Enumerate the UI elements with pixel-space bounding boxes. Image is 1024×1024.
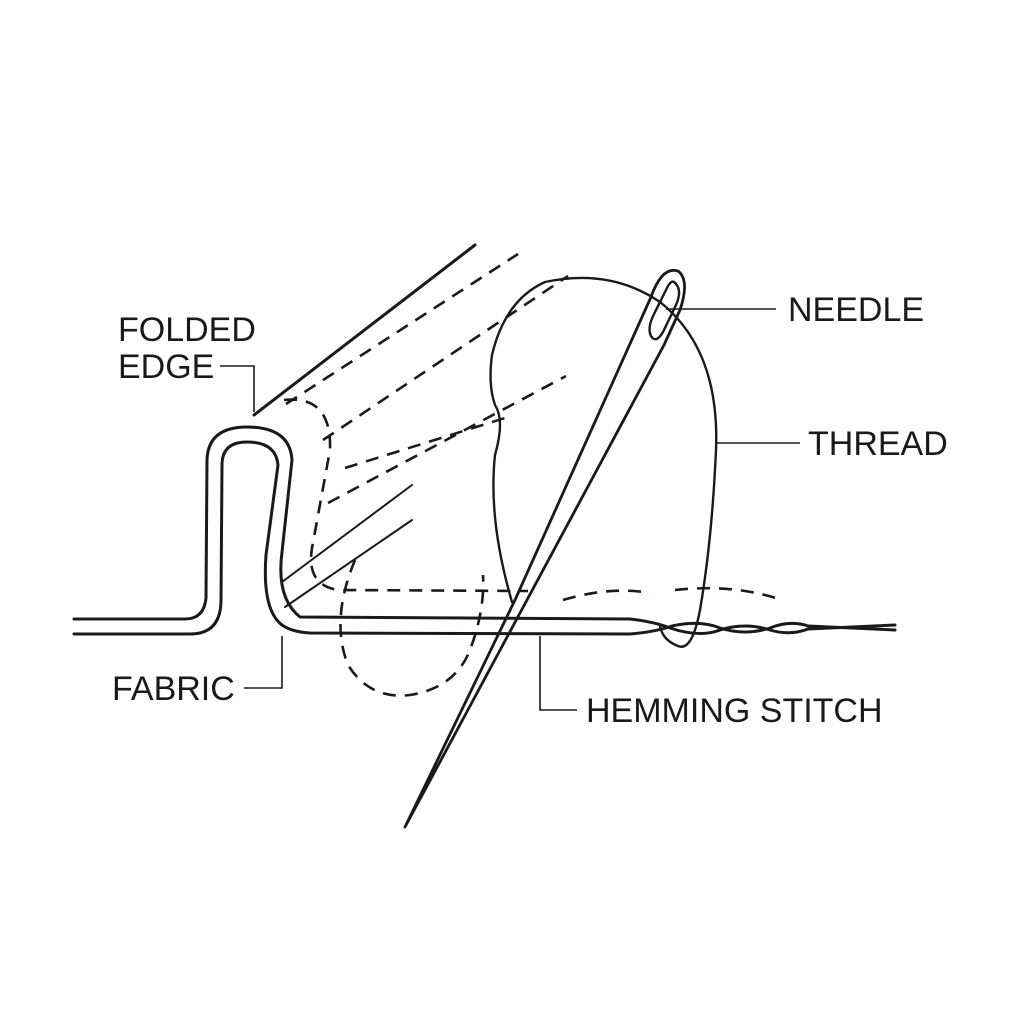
label-folded-edge-line1: FOLDED (118, 311, 256, 349)
folded-edge-leader (220, 365, 255, 412)
label-needle: NEEDLE (788, 291, 924, 329)
folded-edge (252, 243, 477, 608)
hidden-edges (283, 252, 777, 697)
labels: FOLDED EDGE NEEDLE THREAD FABRIC HEMMING… (112, 291, 948, 730)
label-thread: THREAD (808, 425, 948, 463)
thread (489, 276, 718, 648)
label-hemming-stitch: HEMMING STITCH (586, 692, 883, 730)
fabric-leader (244, 636, 283, 689)
leader-lines (220, 308, 800, 711)
needle (403, 268, 686, 829)
hemming-stitch-leader (539, 636, 577, 711)
fabric (72, 425, 897, 636)
label-folded-edge-line2: EDGE (118, 348, 214, 386)
label-fabric: FABRIC (112, 670, 235, 708)
